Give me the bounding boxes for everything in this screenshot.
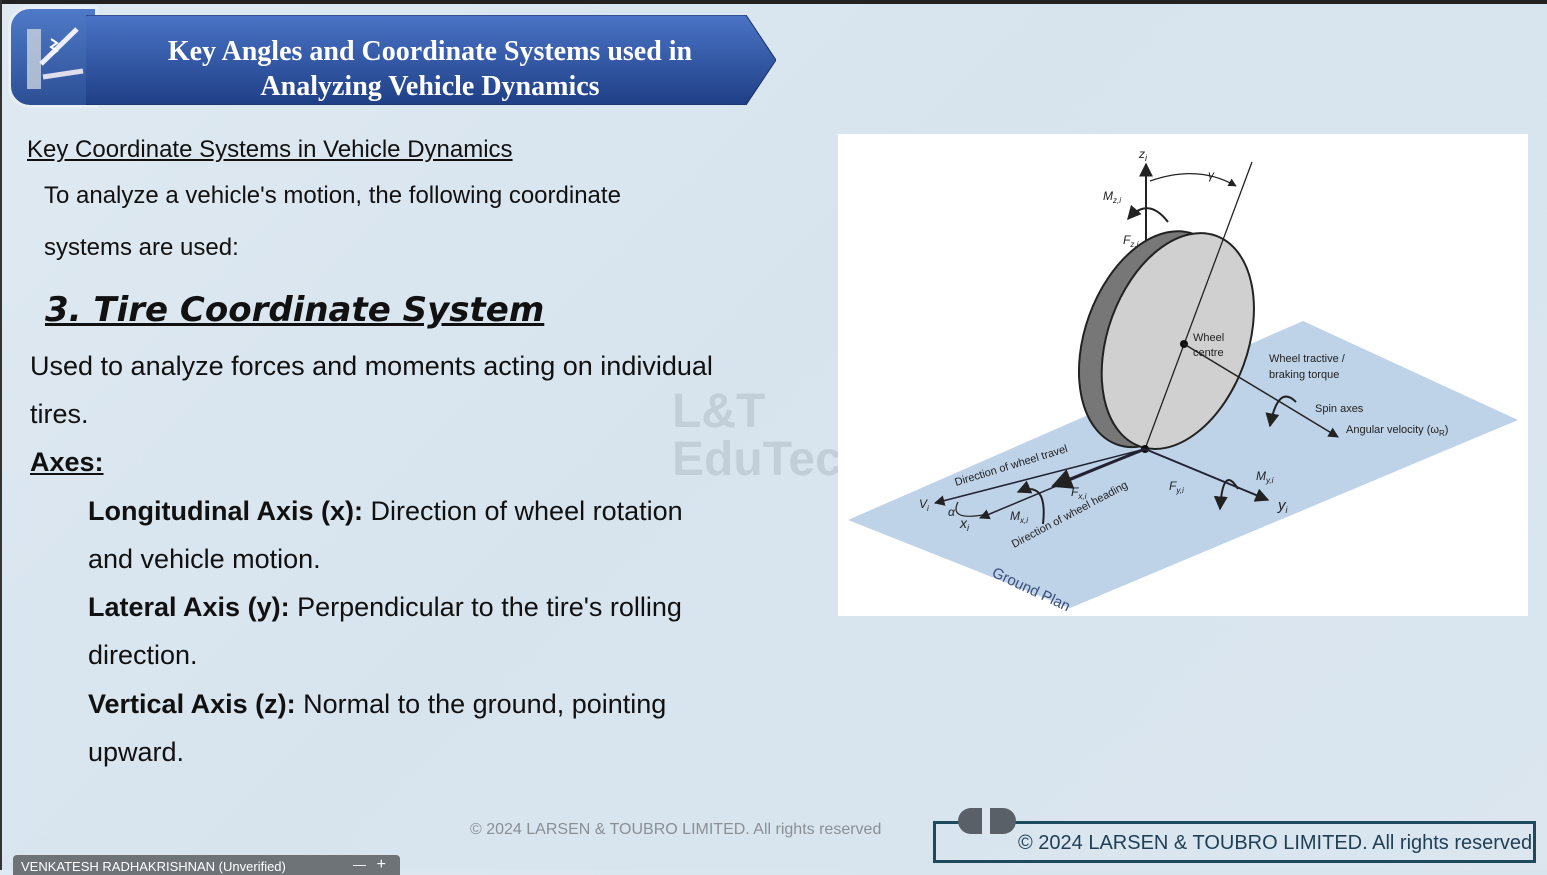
expand-icon[interactable]: +: [376, 856, 386, 873]
title-banner: [86, 15, 776, 105]
mx-moment: [1016, 480, 1045, 525]
torque-label-2: braking torque: [1269, 369, 1339, 381]
camber-arc: [1149, 173, 1237, 187]
v-label: Vi: [919, 497, 929, 513]
axis-desc: Normal to the ground, pointing: [295, 689, 667, 719]
y-axis: [1144, 448, 1270, 502]
slip-angle-arc: [955, 501, 989, 517]
presenter-name-bar[interactable]: VENKATESH RADHAKRISHNAN (Unverified) + —: [13, 855, 400, 875]
alpha-label: α: [948, 505, 956, 519]
suspension-logo: [8, 6, 98, 108]
y-label: yi: [1277, 497, 1289, 515]
minimize-icon[interactable]: —: [353, 857, 366, 872]
fz-label: Fz,i: [1123, 233, 1139, 249]
mz-label: Mz,i: [1103, 189, 1121, 205]
suspension-icon: [27, 27, 84, 89]
axis-item-x: Longitudinal Axis (x): Direction of whee…: [88, 496, 683, 527]
gamma-label: γ: [1208, 168, 1215, 182]
wheel-centre-label-2: centre: [1193, 347, 1224, 359]
my-label: My,i: [1256, 469, 1274, 485]
intro-line-1: To analyze a vehicle's motion, the follo…: [44, 182, 621, 209]
footer-copyright: © 2024 LARSEN & TOUBRO LIMITED. All righ…: [933, 821, 1536, 863]
axis-item-y-cont: direction.: [88, 640, 198, 670]
axis-name: Vertical Axis (z):: [88, 689, 296, 719]
spin-axis: [1183, 343, 1339, 438]
my-moment: [1213, 479, 1239, 511]
z-label: zi: [1138, 147, 1148, 163]
plug-icon: [958, 808, 1016, 834]
tire-coordinate-diagram: zi γ Mz,i Fz,i Fx,i Fy,i My,i Mx,i Vi α …: [838, 134, 1528, 616]
subtitle: Key Coordinate Systems in Vehicle Dynami…: [27, 136, 513, 163]
description-line-2: tires.: [30, 399, 89, 429]
wheel-centre-label-1: Wheel: [1193, 332, 1224, 344]
torque-label-1: Wheel tractive /: [1269, 353, 1346, 365]
wheel: [1077, 230, 1255, 450]
x-label: xi: [959, 515, 970, 533]
page-title: Key Angles and Coordinate Systems used i…: [90, 34, 770, 104]
mx-label: Mx,i: [1010, 509, 1028, 525]
axis-name: Longitudinal Axis (x):: [88, 496, 363, 526]
title-line-2: Analyzing Vehicle Dynamics: [260, 71, 600, 102]
spin-moment: [1265, 395, 1297, 428]
description-line-1: Used to analyze forces and moments actin…: [30, 351, 713, 381]
axis-name: Lateral Axis (y):: [88, 592, 290, 622]
camber-line: [1144, 161, 1253, 450]
axis-item-z: Vertical Axis (z): Normal to the ground,…: [88, 689, 666, 720]
fy-label: Fy,i: [1169, 479, 1184, 495]
footer-copyright-faint: © 2024 LARSEN & TOUBRO LIMITED. All righ…: [470, 821, 882, 838]
window-left-border: [0, 0, 2, 870]
travel-direction: [933, 448, 1146, 506]
fx-label: Fx,i: [1071, 485, 1087, 501]
fx-vector: [1051, 447, 1146, 489]
presenter-name: VENKATESH RADHAKRISHNAN (Unverified): [21, 859, 286, 874]
axis-item-y: Lateral Axis (y): Perpendicular to the t…: [88, 592, 682, 623]
axis-item-x-cont: and vehicle motion.: [88, 544, 321, 574]
spin-axes-label: Spin axes: [1315, 403, 1364, 415]
title-line-1: Key Angles and Coordinate Systems used i…: [167, 36, 693, 67]
axis-item-z-cont: upward.: [88, 737, 185, 767]
axes-heading: Axes:: [30, 447, 104, 477]
section-title: 3. Tire Coordinate System: [45, 290, 545, 330]
axis-desc: Perpendicular to the tire's rolling: [289, 592, 682, 622]
axis-desc: Direction of wheel rotation: [362, 496, 683, 526]
angular-velocity-label: Angular velocity (ωR): [1346, 424, 1448, 438]
intro-line-2: systems are used:: [44, 234, 239, 261]
mz-moment: [1127, 204, 1169, 223]
window-top-border: [0, 0, 1547, 4]
